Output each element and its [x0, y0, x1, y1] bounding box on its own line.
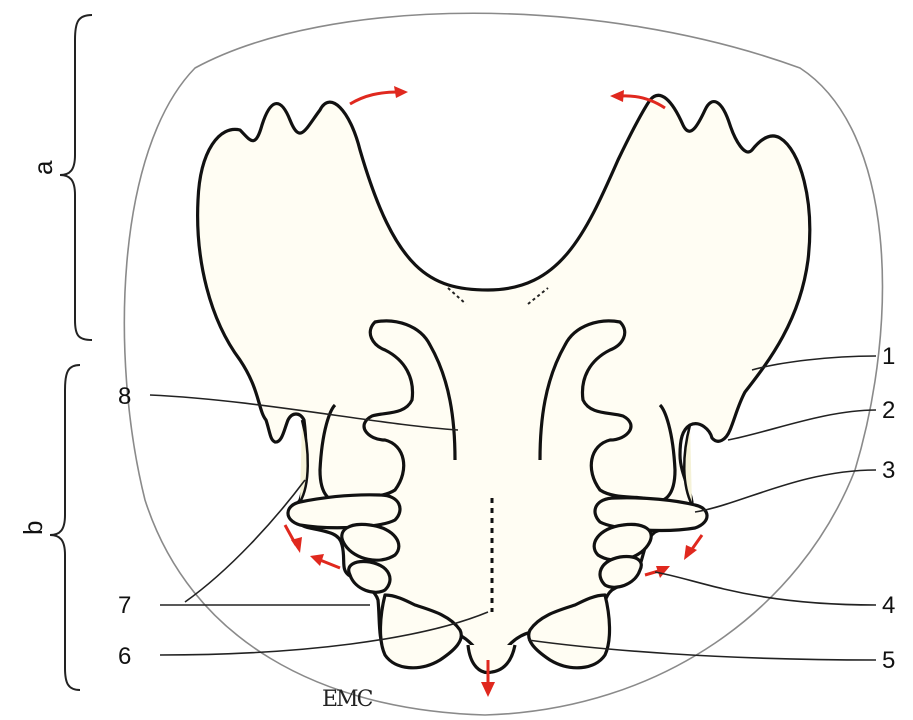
- brace-a: [60, 15, 92, 340]
- brace-b-label: b: [18, 521, 48, 535]
- brace-a-label: a: [28, 160, 58, 175]
- label-8: 8: [118, 383, 131, 410]
- brace-b: [50, 365, 80, 690]
- label-3: 3: [882, 457, 895, 484]
- signature-logo: EMC: [322, 687, 373, 712]
- left-pouch-upper: [288, 495, 400, 528]
- label-4: 4: [882, 592, 895, 619]
- label-5: 5: [882, 647, 895, 674]
- label-1: 1: [882, 343, 895, 370]
- label-7: 7: [118, 592, 131, 619]
- label-2: 2: [882, 397, 895, 424]
- label-6: 6: [118, 643, 131, 670]
- right-pouch-upper: [595, 498, 707, 531]
